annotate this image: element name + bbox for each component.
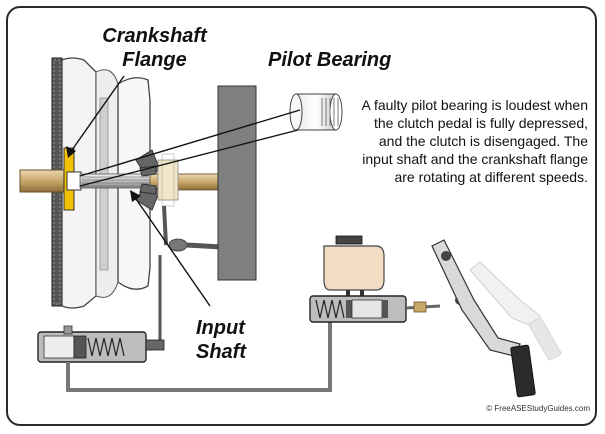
slave-cylinder bbox=[37, 325, 165, 363]
pilot-bearing-detail bbox=[289, 93, 343, 131]
leader-lines bbox=[66, 75, 301, 307]
pilot-bearing-label: Pilot Bearing bbox=[268, 49, 392, 71]
crankshaft-flange-label-line2: Flange bbox=[122, 49, 187, 71]
diaphragm-spring bbox=[135, 149, 161, 211]
credit-text: © FreeASEStudyGuides.com bbox=[486, 404, 590, 413]
description-text: A faulty pilot bearing is loudest when t… bbox=[361, 97, 588, 185]
release-fork bbox=[162, 205, 223, 252]
clutch-pedal bbox=[431, 239, 536, 398]
input-shaft-label-line2: Shaft bbox=[196, 341, 246, 363]
input-shaft-label: Input Shaft bbox=[196, 316, 276, 364]
pilot-bearing-in-flange bbox=[66, 171, 82, 191]
crankshaft-flange-label: Crankshaft Flange bbox=[92, 24, 217, 72]
input-shaft-label-line1: Input bbox=[196, 317, 245, 339]
transmission-housing bbox=[217, 85, 257, 281]
crankshaft bbox=[19, 169, 69, 193]
release-bearing bbox=[157, 153, 179, 207]
hydraulic-line-lower bbox=[66, 318, 332, 392]
crankshaft-flange-label-line1: Crankshaft bbox=[102, 25, 207, 47]
hydraulic-line-slave bbox=[156, 255, 162, 346]
master-cylinder-reservoir bbox=[323, 235, 385, 298]
master-cylinder bbox=[309, 295, 407, 323]
clutch-pedal-released-ghost bbox=[469, 261, 562, 361]
